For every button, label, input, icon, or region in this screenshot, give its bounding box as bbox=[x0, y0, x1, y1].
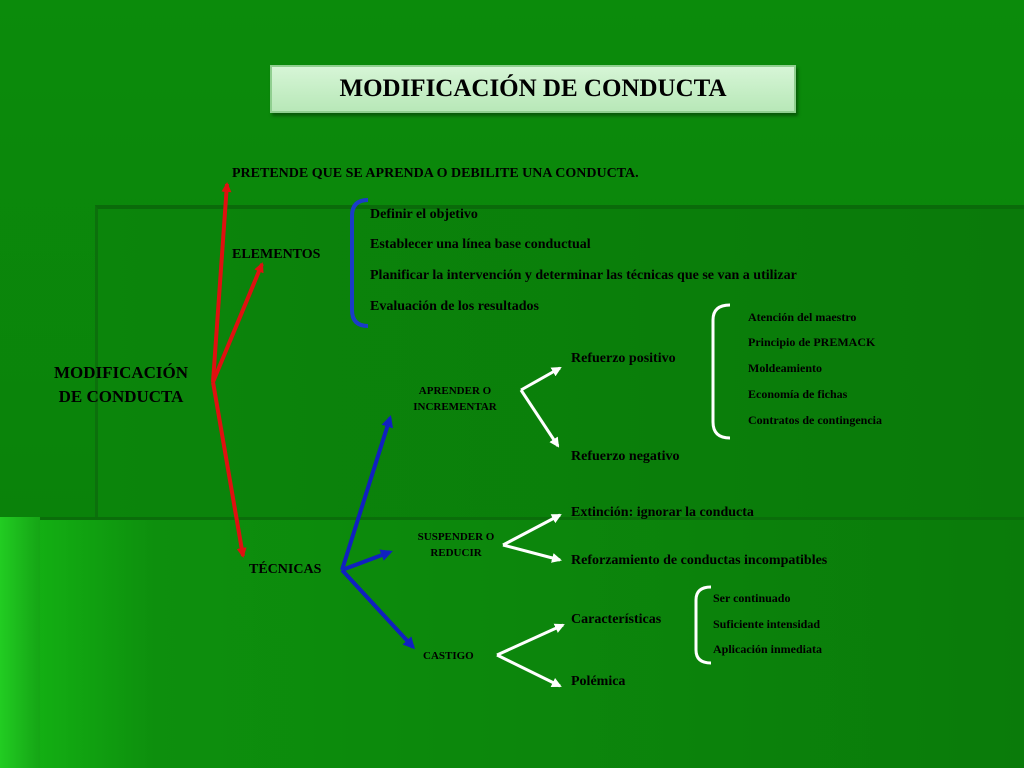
refuerzo-positivo: Refuerzo positivo bbox=[571, 351, 676, 366]
elementos-item: Evaluación de los resultados bbox=[370, 299, 539, 314]
title-text: MODIFICACIÓN DE CONDUCTA bbox=[339, 75, 727, 102]
arrow-aprender-to-negativo bbox=[519, 389, 560, 448]
root-node: MODIFICACIÓN DE CONDUCTA bbox=[38, 361, 204, 409]
positivo-item: Moldeamiento bbox=[748, 361, 822, 375]
elementos-item: Establecer una línea base conductual bbox=[370, 237, 591, 252]
root-line2: DE CONDUCTA bbox=[58, 387, 184, 406]
aprender-line2: INCREMENTAR bbox=[413, 401, 497, 413]
suspender-node: SUSPENDER O REDUCIR bbox=[398, 529, 514, 561]
polemica-text: Polémica bbox=[571, 674, 626, 689]
caracteristicas-brace bbox=[694, 585, 712, 665]
elementos-brace bbox=[350, 198, 369, 328]
positivo-item: Contratos de contingencia bbox=[748, 413, 882, 427]
arrow-root-to-tecnicas bbox=[211, 381, 247, 558]
reforzamiento-text: Reforzamiento de conductas incompatibles bbox=[571, 553, 828, 568]
arrow-suspender-to-extincion bbox=[502, 513, 562, 547]
caracteristicas-item: Suficiente intensidad bbox=[713, 617, 821, 631]
elementos-item: Definir el objetivo bbox=[370, 207, 478, 222]
elementos-item: Planificar la intervención y determinar … bbox=[370, 268, 797, 283]
pretende-text: PRETENDE QUE SE APRENDA O DEBILITE UNA C… bbox=[232, 166, 639, 181]
castigo-label: CASTIGO bbox=[423, 650, 474, 662]
positivo-item: Principio de PREMACK bbox=[748, 335, 876, 349]
arrow-tecnicas-to-castigo bbox=[340, 568, 416, 650]
caracteristicas-item: Ser continuado bbox=[713, 591, 791, 605]
aprender-line1: APRENDER O bbox=[418, 385, 492, 397]
tecnicas-label: TÉCNICAS bbox=[249, 562, 322, 577]
arrow-tecnicas-to-aprender bbox=[340, 415, 394, 571]
arrow-suspender-to-reforzamiento bbox=[502, 543, 562, 563]
caracteristicas-text: Características bbox=[571, 612, 662, 627]
arrow-root-to-pretende bbox=[211, 182, 232, 383]
positivo-brace bbox=[711, 303, 731, 440]
arrow-aprender-to-positivo bbox=[520, 366, 562, 392]
positivo-item: Atención del maestro bbox=[748, 310, 857, 324]
arrow-tecnicas-to-suspender bbox=[341, 549, 393, 572]
suspender-line2: REDUCIR bbox=[430, 547, 482, 559]
aprender-node: APRENDER O INCREMENTAR bbox=[395, 383, 515, 415]
arrow-castigo-to-polemica bbox=[496, 653, 562, 688]
title-box: MODIFICACIÓN DE CONDUCTA bbox=[270, 65, 796, 113]
suspender-line1: SUSPENDER O bbox=[417, 531, 495, 543]
elementos-label: ELEMENTOS bbox=[232, 247, 321, 262]
positivo-item: Economía de fichas bbox=[748, 387, 848, 401]
root-line1: MODIFICACIÓN bbox=[53, 363, 189, 382]
extincion-text: Extinción: ignorar la conducta bbox=[571, 505, 754, 520]
arrow-castigo-to-caracteristicas bbox=[496, 623, 565, 657]
caracteristicas-item: Aplicación inmediata bbox=[713, 642, 823, 656]
refuerzo-negativo: Refuerzo negativo bbox=[571, 449, 680, 464]
arrow-root-to-elementos bbox=[211, 262, 264, 383]
